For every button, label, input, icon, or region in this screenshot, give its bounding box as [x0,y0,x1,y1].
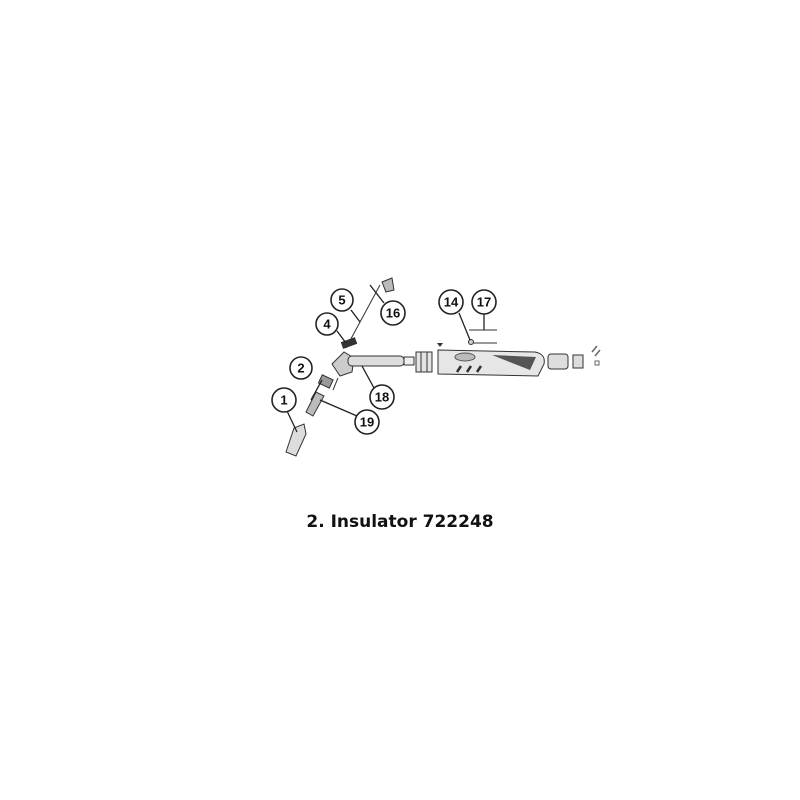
torch-parts [285,277,601,457]
svg-text:19: 19 [360,415,374,430]
svg-text:18: 18 [375,390,389,405]
svg-text:14: 14 [444,295,459,310]
part-insulator [317,374,334,389]
svg-text:17: 17 [477,295,491,310]
callout-2: 2 [289,356,313,380]
svg-text:4: 4 [323,317,331,332]
callout-4: 4 [315,312,339,336]
leader-lines [286,284,485,433]
svg-text:2: 2 [297,361,304,376]
callout-1: 1 [271,387,297,413]
callout-14: 14 [438,289,464,315]
callout-17: 17 [471,289,497,315]
part-nozzle [285,423,307,457]
part-back-cap [345,284,381,349]
callout-18: 18 [369,384,395,410]
part-caption: 2. Insulator 722248 [306,512,494,532]
svg-text:16: 16 [386,306,400,321]
part-torch-body [347,355,405,367]
callout-5: 5 [330,288,354,312]
callout-19: 19 [354,409,380,435]
svg-text:5: 5 [338,293,345,308]
callout-16: 16 [380,300,406,326]
part-collet-body [305,391,325,417]
svg-text:1: 1 [280,393,287,408]
